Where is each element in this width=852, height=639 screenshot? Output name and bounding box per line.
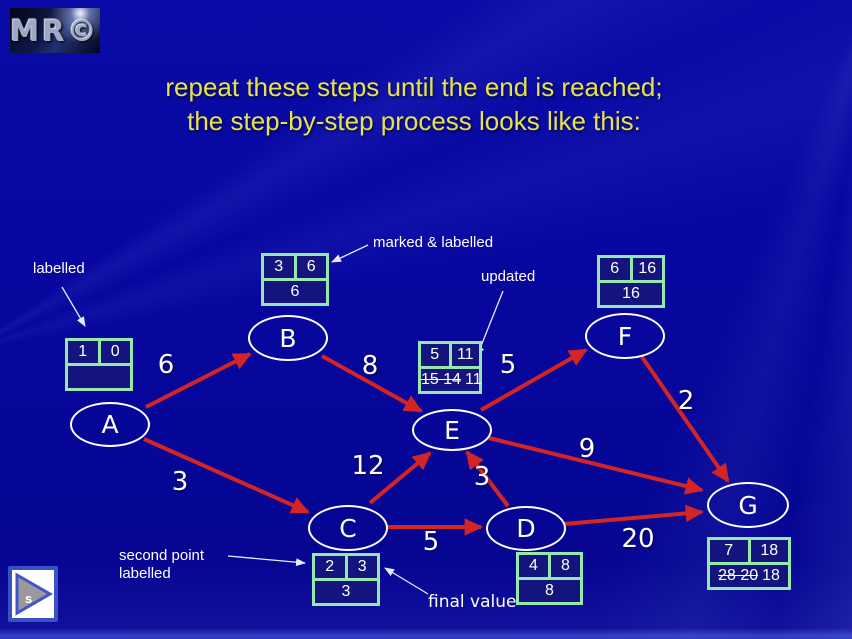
node-B: B bbox=[248, 315, 328, 361]
edge-E-F bbox=[480, 348, 588, 412]
table-A: 1 0 bbox=[65, 338, 133, 391]
edge-C-E bbox=[368, 451, 432, 505]
table-E-struck-values: 15 14 bbox=[421, 371, 462, 388]
page-title: repeat these steps until the end is reac… bbox=[100, 70, 728, 138]
edge-F-G bbox=[640, 355, 730, 483]
annotation-labelled: labelled bbox=[33, 260, 85, 277]
table-G-top-left: 7 bbox=[710, 540, 751, 562]
node-B-label: B bbox=[279, 323, 297, 353]
annotation-marked-labelled: marked & labelled bbox=[373, 234, 494, 251]
annotation-second-point-line2: labelled bbox=[119, 565, 171, 582]
node-C: C bbox=[308, 505, 388, 551]
final-value-arrow bbox=[384, 567, 429, 595]
table-B-top-left: 3 bbox=[264, 256, 297, 278]
edge-B-E bbox=[321, 354, 423, 413]
edge-D-G bbox=[563, 504, 704, 526]
edge-C-E-weight: 12 bbox=[351, 451, 385, 481]
table-D-top-right: 8 bbox=[561, 557, 570, 574]
table-G-top-right: 18 bbox=[760, 542, 779, 559]
edge-B-E-weight: 8 bbox=[361, 351, 379, 381]
nav-button-label: s bbox=[25, 591, 33, 606]
annotation-second-point-line1: second point bbox=[119, 547, 205, 564]
second-point-arrow bbox=[227, 555, 306, 567]
table-F-top-right: 16 bbox=[638, 260, 657, 277]
table-C: 2 3 3 bbox=[312, 553, 380, 606]
table-F-bottom: 16 bbox=[622, 285, 640, 302]
edge-A-B-weight: 6 bbox=[157, 350, 175, 380]
slide-nav-button[interactable]: s bbox=[8, 566, 58, 622]
edge-D-E bbox=[465, 450, 510, 508]
table-E-top-left: 5 bbox=[421, 344, 452, 366]
title-line-2: the step-by-step process looks like this… bbox=[187, 106, 641, 136]
table-B-top-right: 6 bbox=[306, 258, 316, 275]
table-F: 6 16 16 bbox=[597, 255, 665, 308]
annotation-final-value: final value bbox=[428, 592, 517, 612]
table-E-current-value: 11 bbox=[465, 371, 482, 388]
node-F-label: F bbox=[617, 321, 633, 351]
edge-C-D-weight: 5 bbox=[422, 527, 440, 557]
marked-labelled-arrow bbox=[331, 244, 369, 263]
edges-group bbox=[143, 348, 730, 536]
node-D-label: D bbox=[516, 514, 536, 543]
table-C-top-left: 2 bbox=[315, 556, 348, 578]
node-A-label: A bbox=[101, 410, 119, 439]
table-G-struck-values: 28 20 bbox=[718, 567, 759, 584]
logo: MR© bbox=[10, 8, 100, 53]
table-F-top-left: 6 bbox=[600, 258, 633, 280]
table-G-current-value: 18 bbox=[762, 567, 780, 584]
edge-D-E-weight: 3 bbox=[473, 462, 491, 492]
node-E-label: E bbox=[444, 415, 460, 445]
table-C-top-right: 3 bbox=[357, 558, 367, 575]
edge-E-G-weight: 9 bbox=[578, 434, 596, 464]
logo-text: MR© bbox=[10, 13, 100, 48]
table-A-top-right: 0 bbox=[110, 343, 120, 360]
play-triangle-icon bbox=[15, 572, 54, 616]
table-C-bottom: 3 bbox=[341, 583, 351, 600]
table-D-top-left: 4 bbox=[519, 555, 551, 577]
table-D: 4 8 8 bbox=[516, 552, 583, 605]
edge-A-B bbox=[145, 352, 252, 409]
table-A-bottom bbox=[68, 366, 130, 388]
edge-E-F-weight: 5 bbox=[499, 350, 517, 380]
table-A-top-left: 1 bbox=[68, 341, 101, 363]
title-line-1: repeat these steps until the end is reac… bbox=[165, 72, 663, 102]
node-G: G bbox=[707, 482, 789, 528]
edge-A-C-weight: 3 bbox=[171, 467, 189, 497]
node-G-label: G bbox=[738, 490, 758, 520]
table-B-bottom: 6 bbox=[290, 283, 300, 300]
table-E-top-right: 11 bbox=[456, 346, 474, 363]
bottom-gradient bbox=[0, 628, 852, 639]
table-B: 3 6 6 bbox=[261, 253, 329, 306]
annotation-second-point: second point labelled bbox=[119, 547, 204, 583]
node-E: E bbox=[412, 409, 492, 451]
edge-F-G-weight: 2 bbox=[677, 386, 695, 416]
table-D-bottom: 8 bbox=[545, 582, 554, 599]
labelled-arrow bbox=[61, 286, 86, 327]
node-F: F bbox=[585, 313, 665, 359]
node-A: A bbox=[70, 402, 150, 447]
node-C-label: C bbox=[339, 513, 357, 543]
node-D: D bbox=[486, 506, 566, 551]
edge-D-G-weight: 20 bbox=[621, 524, 655, 554]
annotation-updated: updated bbox=[481, 268, 536, 285]
edge-A-C bbox=[143, 437, 310, 514]
edge-E-G bbox=[488, 436, 704, 495]
